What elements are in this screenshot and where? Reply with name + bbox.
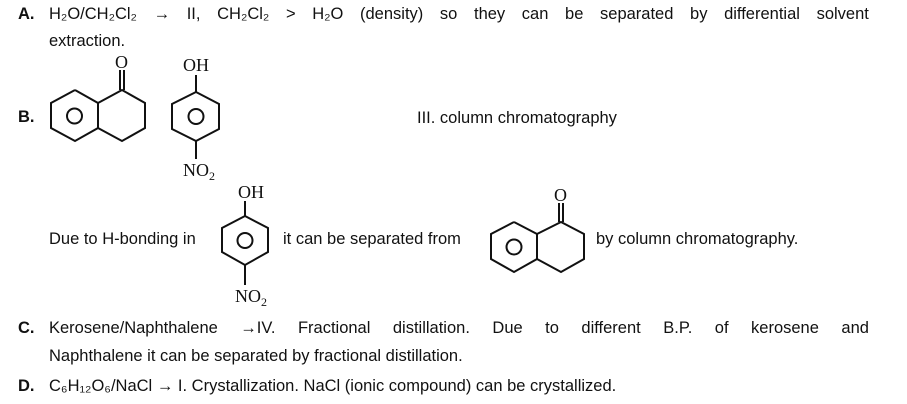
explanation-middle: it can be separated from xyxy=(283,230,461,248)
section-b-method: III. column chromatography xyxy=(417,109,617,127)
section-c-word: Fractional xyxy=(297,319,371,337)
section-a-word: differential xyxy=(724,5,800,23)
section-a-word: can xyxy=(521,5,549,23)
section-c-word: to xyxy=(545,319,559,337)
section-a-word: separated xyxy=(600,5,674,23)
section-a-word: be xyxy=(565,5,584,23)
section-a-word: by xyxy=(690,5,708,23)
section-d-label: D. xyxy=(18,377,35,395)
section-c-word: B.P. xyxy=(663,319,693,337)
hydroxyl-label: OH xyxy=(183,55,209,75)
explanation-prefix: Due to H-bonding in xyxy=(49,230,196,248)
section-a-word: solvent xyxy=(816,5,869,23)
section-c-line2: Naphthalene it can be separated by fract… xyxy=(49,347,463,365)
section-a-word: → xyxy=(153,5,171,23)
section-c-line1: Kerosene/Naphthalene →IV. Fractional distil… xyxy=(49,318,869,338)
nitro-label: NO2 xyxy=(235,286,267,309)
section-a-label: A. xyxy=(18,5,35,23)
section-c-word: →IV. xyxy=(240,319,276,337)
section-a-word: so xyxy=(439,5,458,23)
section-a-word: II, xyxy=(186,5,201,23)
section-c-word: different xyxy=(581,319,641,337)
hydroxyl-label: OH xyxy=(238,182,264,202)
section-d-formula: C₆H₁₂O₆/NaCl xyxy=(49,377,153,395)
section-c-word: Kerosene/Naphthalene xyxy=(49,319,218,337)
section-d-line: C₆H₁₂O₆/NaCl → I. Crystallization. NaCl … xyxy=(49,376,616,396)
section-a-word: H₂O xyxy=(312,5,344,23)
section-a-word: > xyxy=(285,5,296,23)
section-c-word: and xyxy=(841,319,869,337)
section-d-text: I. Crystallization. NaCl (ionic compound… xyxy=(177,377,617,395)
nitro-label: NO2 xyxy=(183,160,215,183)
carbonyl-oxygen-label: O xyxy=(115,52,128,72)
section-a-line2: extraction. xyxy=(49,32,126,50)
arrow-icon: → xyxy=(156,377,174,395)
section-c-word: distillation. xyxy=(392,319,470,337)
section-a-word: (density) xyxy=(360,5,424,23)
section-c-word: kerosene xyxy=(751,319,819,337)
section-a-word: they xyxy=(473,5,506,23)
section-a-word: CH₂Cl₂ xyxy=(217,5,270,23)
explanation-suffix: by column chromatography. xyxy=(596,230,799,248)
section-c-word: Due xyxy=(492,319,523,337)
section-c-word: of xyxy=(714,319,729,337)
section-c-label: C. xyxy=(18,319,35,337)
carbonyl-oxygen-label: O xyxy=(554,185,567,205)
section-b-label: B. xyxy=(18,108,35,126)
section-a-word: H₂O/CH₂Cl₂ xyxy=(49,5,137,23)
